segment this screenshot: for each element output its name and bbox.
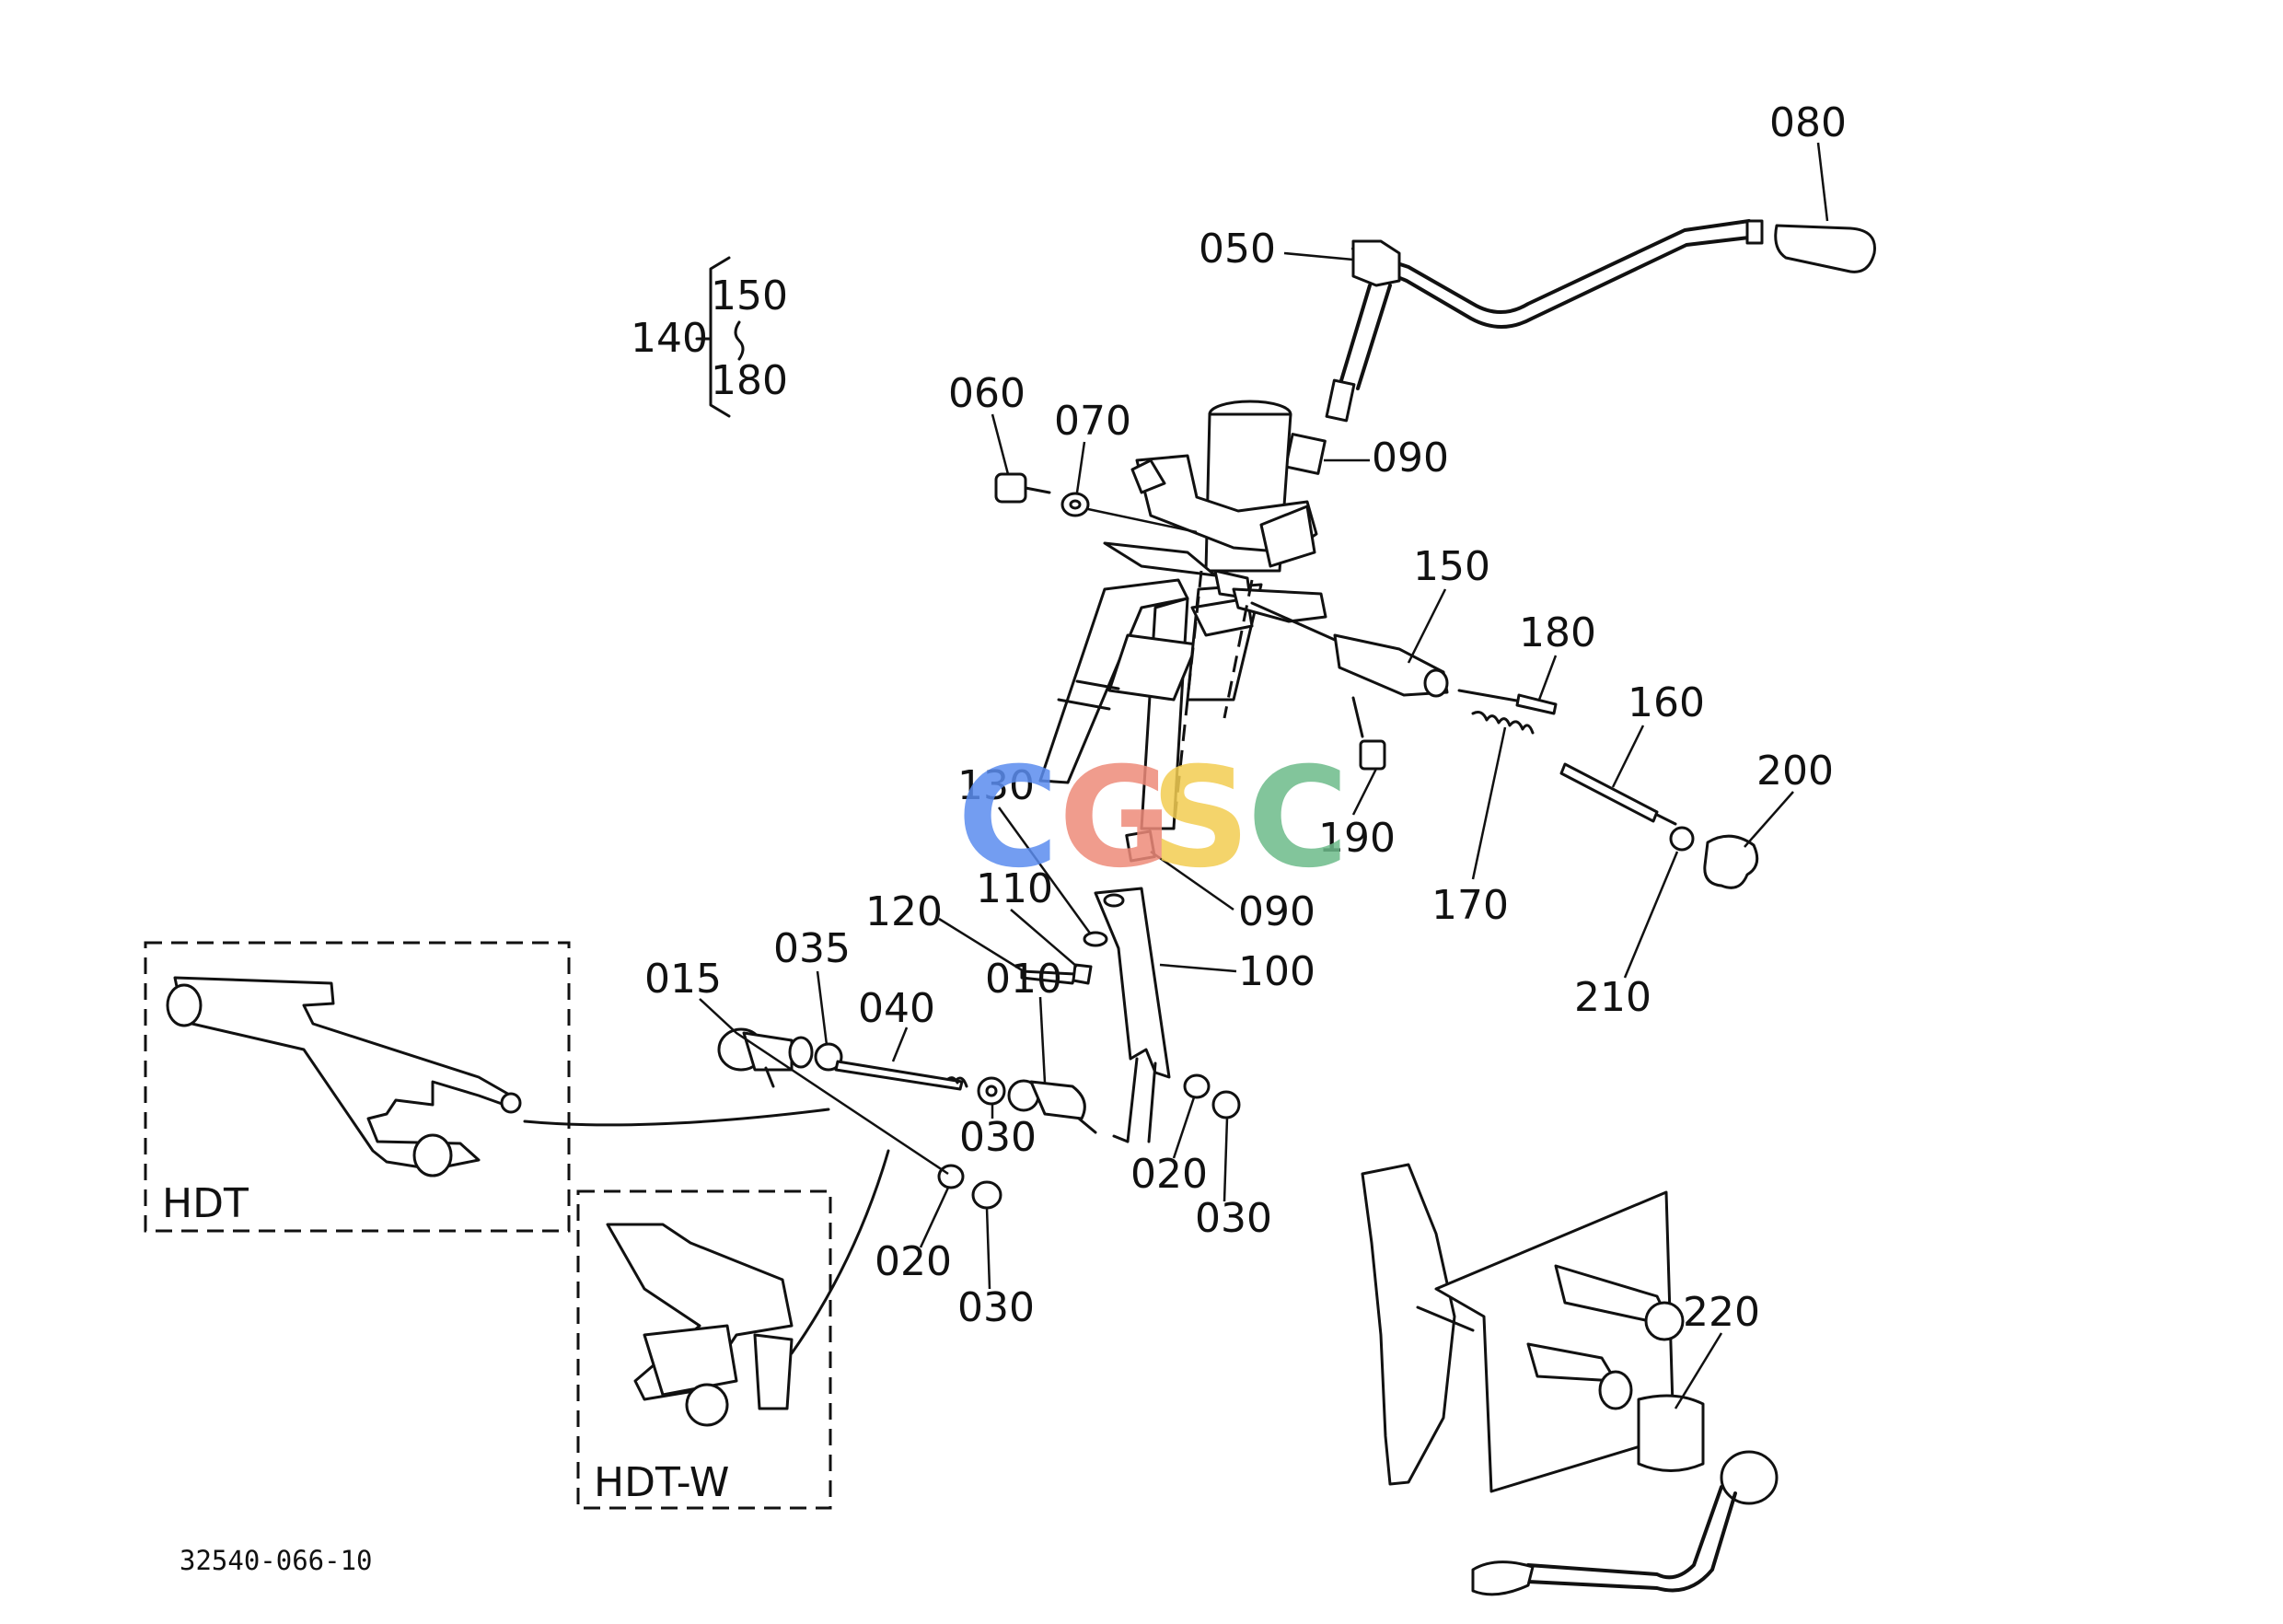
label-015: 015 [644,956,722,1003]
label-020-a: 020 [875,1238,952,1285]
lower-arm [1020,829,1171,1143]
group-bracket: 140 150 180 [631,256,788,418]
knob-080 [1774,224,1876,273]
label-030-b: 030 [957,1284,1035,1331]
label-150-group: 150 [711,273,788,319]
rod-assembly [717,1027,1241,1210]
part-130 [1083,931,1108,947]
label-030-c: 030 [1195,1195,1272,1242]
label-110: 110 [976,865,1053,912]
part-010 [1029,1080,1086,1120]
label-hdt-w: HDT-W [594,1459,729,1506]
watermark-letter-4: C [1247,738,1349,899]
part-110 [1072,963,1093,985]
part-035 [814,1042,843,1072]
detail-220 [1361,1163,1779,1596]
inset-hdt-w: HDT-W [576,1149,890,1510]
label-160: 160 [1628,679,1705,726]
part-200 [1703,834,1759,889]
part-210 [1669,826,1695,852]
label-100: 100 [1238,948,1315,995]
part-190 [1359,739,1386,771]
drawing-code: 32540-066-10 [180,1545,373,1576]
watermark-letter-3: S [1151,738,1250,899]
label-130: 130 [957,762,1035,809]
label-190: 190 [1318,815,1396,862]
label-050: 050 [1199,226,1276,273]
watermark: C G S C [957,738,1349,899]
inset-hdt: HDT [144,941,830,1233]
label-070: 070 [1054,398,1131,445]
label-040: 040 [858,985,935,1032]
leader-lines [699,142,1829,1409]
part-160 [1559,762,1659,823]
label-180: 180 [1519,609,1596,656]
label-090-b: 090 [1238,888,1315,935]
part-labels: 010 015 020 020 030 030 030 035 040 050 … [644,99,1847,1336]
label-210: 210 [1574,974,1651,1021]
label-150: 150 [1413,543,1490,590]
part-170 [1471,711,1535,735]
label-180-group: 180 [711,357,788,404]
label-090-a: 090 [1372,435,1449,481]
label-220: 220 [1683,1289,1760,1336]
label-060: 060 [948,370,1026,417]
label-020-b: 020 [1130,1151,1208,1198]
part-220 [1637,1394,1705,1472]
part-040 [834,1060,964,1091]
label-200: 200 [1756,748,1834,795]
label-120: 120 [865,888,943,935]
label-030-a: 030 [959,1114,1037,1161]
label-170: 170 [1431,882,1509,929]
label-140: 140 [631,315,708,362]
label-010: 010 [985,956,1062,1003]
label-hdt: HDT [162,1180,249,1227]
part-180 [1515,693,1558,715]
label-035: 035 [773,925,851,972]
lever-assembly [1284,219,1876,475]
label-080: 080 [1769,99,1847,146]
watermark-letter-1: C [957,738,1059,899]
bolt-washer-060-070 [994,472,1198,534]
part-100 [1094,887,1171,1079]
main-housing [1038,400,1327,830]
right-assembly [1250,601,1759,889]
part-120 [1020,969,1077,985]
part-150 [1333,633,1449,697]
watermark-letter-2: G [1059,738,1172,899]
